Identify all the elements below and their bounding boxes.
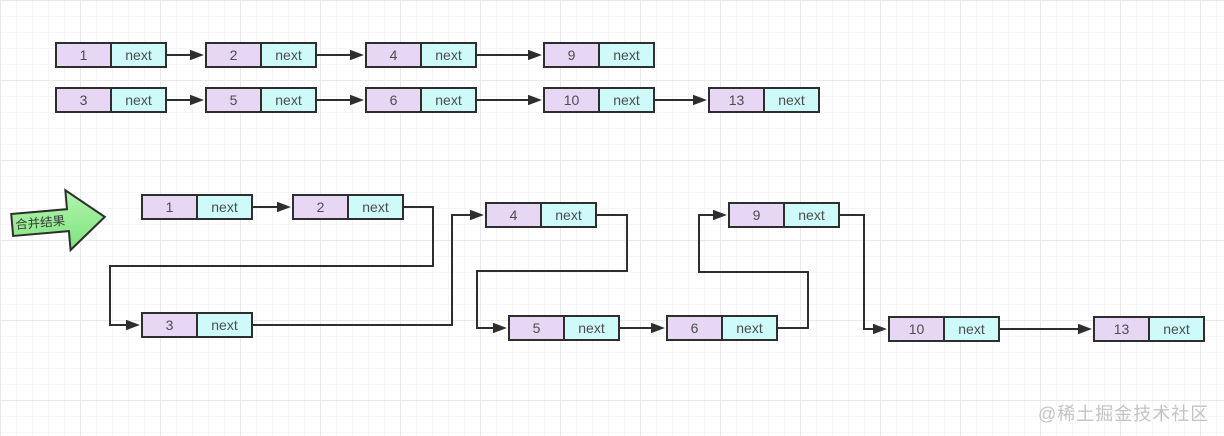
node-value: 2 — [207, 44, 262, 66]
node-value: 9 — [730, 204, 785, 226]
node-next-pointer: next — [600, 89, 653, 111]
node-value: 9 — [545, 44, 600, 66]
node-next-pointer: next — [198, 196, 251, 218]
node-next-pointer: next — [723, 317, 776, 339]
node-value: 10 — [545, 89, 600, 111]
top-list1-node-1: 1 next — [55, 42, 167, 68]
top-list1-node-4: 4 next — [365, 42, 477, 68]
node-value: 4 — [487, 204, 542, 226]
watermark: @稀土掘金技术社区 — [1038, 404, 1210, 424]
node-value: 4 — [367, 44, 422, 66]
top-list2-node-5: 5 next — [205, 87, 317, 113]
merged-node-10: 10 next — [888, 316, 1000, 342]
merged-node-6: 6 next — [666, 315, 778, 341]
node-next-pointer: next — [112, 89, 165, 111]
node-value: 13 — [1095, 318, 1150, 340]
merge-result-arrow-shape — [10, 188, 107, 253]
node-next-pointer: next — [112, 44, 165, 66]
node-value: 13 — [710, 89, 765, 111]
top-list1-node-2: 2 next — [205, 42, 317, 68]
node-next-pointer: next — [565, 317, 618, 339]
node-value: 5 — [510, 317, 565, 339]
node-next-pointer: next — [785, 204, 838, 226]
wire-merged-9-10 — [840, 214, 884, 329]
wire-merged-4-5 — [476, 214, 628, 328]
node-value: 2 — [294, 196, 349, 218]
top-list2-node-10: 10 next — [543, 87, 655, 113]
wire-merged-3-4 — [253, 215, 481, 326]
top-list1-node-9: 9 next — [543, 42, 655, 68]
node-next-pointer: next — [945, 318, 998, 340]
node-next-pointer: next — [600, 44, 653, 66]
node-next-pointer: next — [262, 89, 315, 111]
node-value: 10 — [890, 318, 945, 340]
top-list2-node-6: 6 next — [365, 87, 477, 113]
node-value: 1 — [143, 196, 198, 218]
merged-node-13: 13 next — [1093, 316, 1205, 342]
merged-node-1: 1 next — [141, 194, 253, 220]
node-next-pointer: next — [262, 44, 315, 66]
node-next-pointer: next — [198, 314, 251, 336]
node-next-pointer: next — [422, 44, 475, 66]
node-value: 3 — [143, 314, 198, 336]
wire-merged-6-9 — [698, 215, 809, 329]
merged-node-3: 3 next — [141, 312, 253, 338]
node-next-pointer: next — [542, 204, 595, 226]
node-next-pointer: next — [1150, 318, 1203, 340]
top-list2-node-3: 3 next — [55, 87, 167, 113]
node-value: 3 — [57, 89, 112, 111]
top-list2-node-13: 13 next — [708, 87, 820, 113]
node-value: 6 — [367, 89, 422, 111]
merged-node-4: 4 next — [485, 202, 597, 228]
merged-node-5: 5 next — [508, 315, 620, 341]
node-next-pointer: next — [349, 196, 402, 218]
node-next-pointer: next — [422, 89, 475, 111]
merged-node-2: 2 next — [292, 194, 404, 220]
wire-merged-2-3 — [109, 206, 434, 325]
merged-node-9: 9 next — [728, 202, 840, 228]
node-value: 6 — [668, 317, 723, 339]
node-value: 1 — [57, 44, 112, 66]
node-value: 5 — [207, 89, 262, 111]
node-next-pointer: next — [765, 89, 818, 111]
